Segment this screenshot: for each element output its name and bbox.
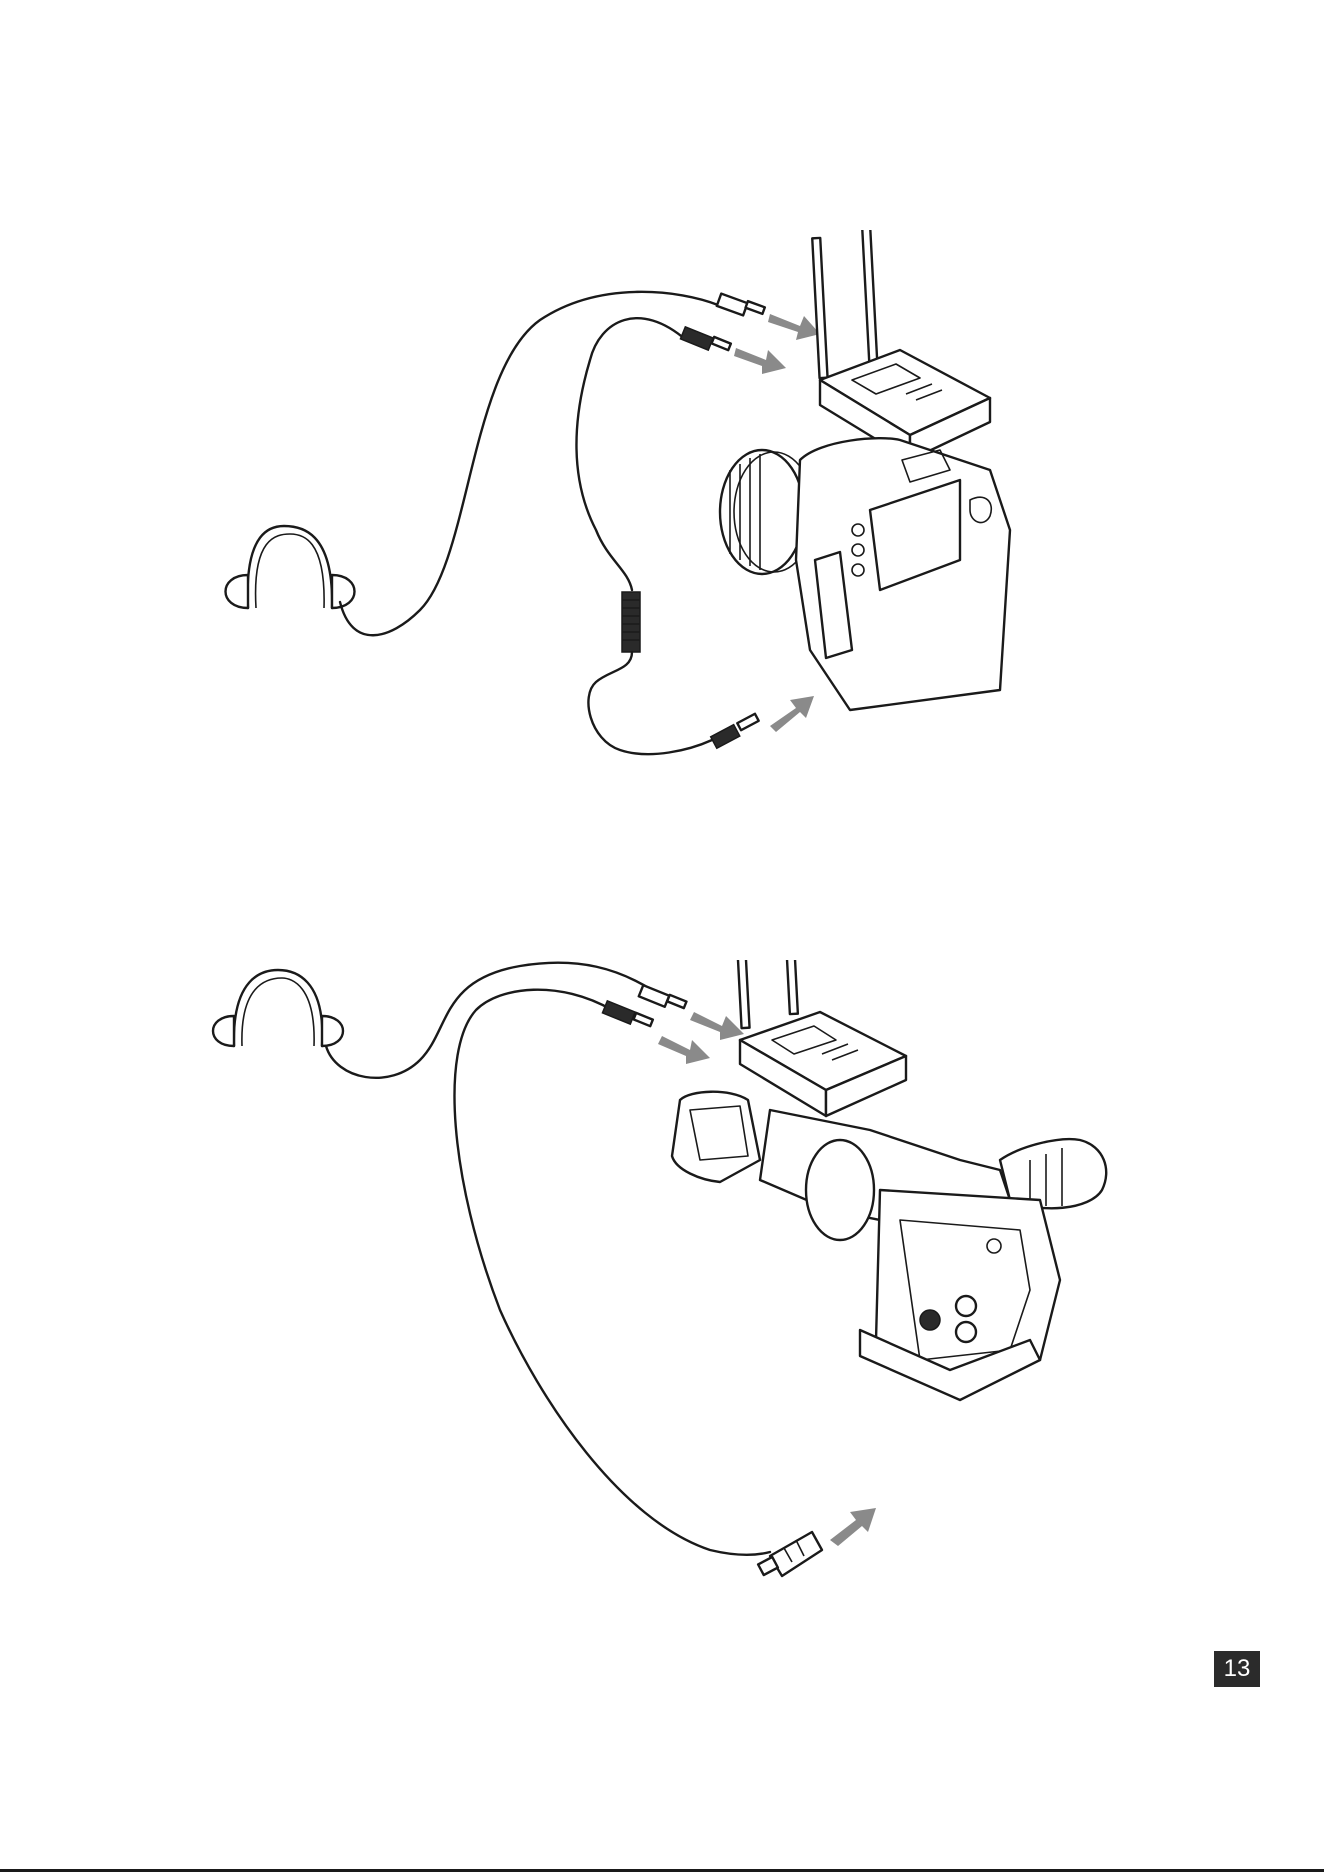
- camcorder-setup-illustration: [0, 960, 1324, 1620]
- jack-plug-icon: [602, 985, 686, 1026]
- antenna-icon: [734, 960, 798, 1028]
- arrow-icon: [690, 1012, 744, 1040]
- arrow-icon: [768, 314, 820, 340]
- xlr-plug-icon: [758, 1532, 822, 1576]
- headphones-icon: [226, 526, 355, 608]
- antenna-icon: [812, 230, 877, 378]
- coiled-cable: [576, 318, 686, 590]
- page-number-badge: 13: [1214, 1651, 1260, 1687]
- jack-plug-icon: [680, 294, 764, 351]
- jack-plug-icon: [711, 714, 759, 749]
- receiver-icon: [740, 1012, 906, 1116]
- arrow-icon: [830, 1508, 876, 1546]
- camcorder-icon: [672, 1092, 1106, 1400]
- headphones-icon: [213, 970, 343, 1046]
- dslr-camera-icon: [720, 438, 1010, 710]
- xlr-cable: [454, 990, 770, 1555]
- headphone-cable: [340, 292, 718, 635]
- dslr-camera-setup-illustration: [0, 230, 1324, 800]
- coil-icon: [622, 592, 640, 652]
- headphone-cable: [326, 963, 652, 1078]
- arrow-icon: [658, 1036, 710, 1064]
- arrow-icon: [734, 348, 786, 374]
- arrow-icon: [770, 696, 814, 732]
